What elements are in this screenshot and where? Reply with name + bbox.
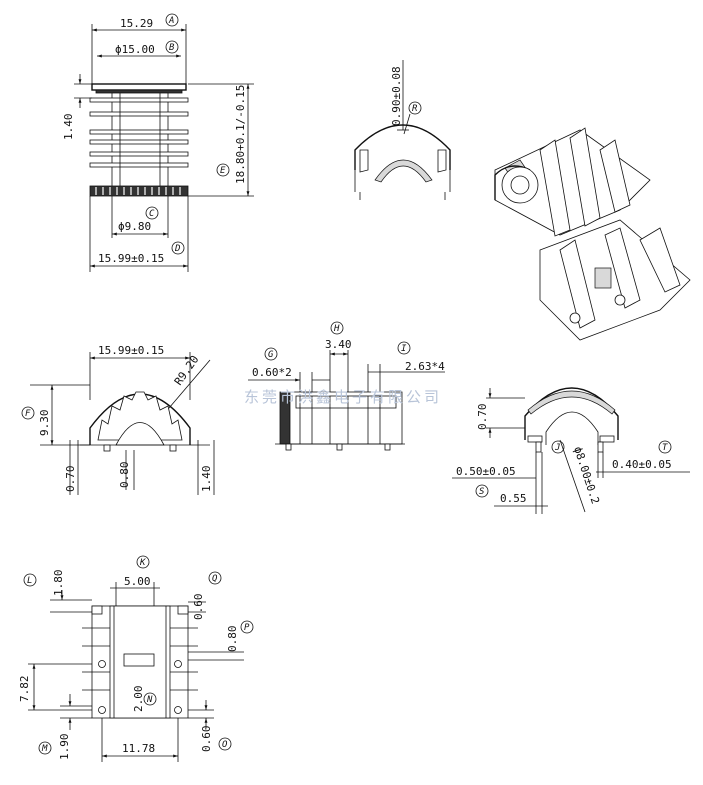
tag-s: S xyxy=(479,487,485,497)
front-inner-diameter-label: ϕ9.80 xyxy=(118,220,151,233)
front-top-width-label: 15.29 xyxy=(120,17,153,30)
front-view: 15.29 A ϕ15.00 B xyxy=(62,13,254,272)
bottom-height-label: 7.82 xyxy=(18,676,31,703)
tag-t: T xyxy=(662,443,668,453)
bottom-window-label: 2.00 xyxy=(132,686,145,713)
clip-height-label: 0.70 xyxy=(476,404,489,431)
side-slot-left-label: 0.60*2 xyxy=(252,366,292,379)
side-view: G 0.60*2 H 3.40 I 2.63*4 xyxy=(248,321,445,451)
tag-i: I xyxy=(401,344,407,354)
tag-q: Q xyxy=(212,574,218,584)
tag-c: C xyxy=(149,209,155,219)
front-flange-diameter-label: ϕ15.00 xyxy=(115,43,155,56)
tag-k: K xyxy=(139,558,146,568)
end-pin-left-label: 0.70 xyxy=(64,466,77,493)
bottom-width-label: 11.78 xyxy=(122,742,155,755)
front-height-label: 18.80+0.1/-0.15 xyxy=(234,85,247,184)
tag-d: D xyxy=(174,244,180,254)
tag-j: J xyxy=(554,443,560,453)
bottom-bottom-left-label: 1.90 xyxy=(58,734,71,761)
tag-f: F xyxy=(25,409,31,419)
bottom-bottom-right-label: 0.60 xyxy=(200,726,213,753)
tag-g: G xyxy=(268,350,274,360)
tag-r: R xyxy=(412,104,418,114)
tag-n: N xyxy=(146,695,153,705)
clip-pin-gap-label: 0.55 xyxy=(500,492,527,505)
clip-pin-width-label: 0.50±0.05 xyxy=(456,465,516,478)
end-pin-right-label: 1.40 xyxy=(200,466,213,493)
bottom-slot-width-label: 5.00 xyxy=(124,575,151,588)
tag-o: O xyxy=(222,740,228,750)
clip-detail-view: 0.70 J ϕ8.00±0.2 0.50±0.05 S 0.55 0.40±0… xyxy=(452,387,690,514)
front-gap-label: 1.40 xyxy=(62,114,75,141)
bottom-right-gap-label: 0.80 xyxy=(226,626,239,653)
side-slot-right-label: 2.63*4 xyxy=(405,360,445,373)
tag-h: H xyxy=(333,324,340,334)
clip-diameter-label: ϕ8.00±0.2 xyxy=(571,445,602,506)
isometric-view xyxy=(494,127,691,341)
front-bottom-width-label: 15.99±0.15 xyxy=(98,252,164,265)
clip-wall-label: 0.40±0.05 xyxy=(612,458,672,471)
tag-e: E xyxy=(220,166,226,176)
end-width-label: 15.99±0.15 xyxy=(98,344,164,357)
tag-l: L xyxy=(27,576,32,586)
clip-thickness-label: 0.90±0.08 xyxy=(390,66,403,126)
end-height-label: 9.30 xyxy=(38,410,51,437)
tag-a: A xyxy=(168,16,174,26)
bottom-top-offset-label: 1.80 xyxy=(52,570,65,597)
bottom-right-top-label: 0.60 xyxy=(192,594,205,621)
clip-view: 0.90±0.08 R xyxy=(354,60,451,200)
end-pin-center-label: 0.80 xyxy=(118,462,131,489)
bottom-view: L 1.80 K 5.00 Q 0.60 P 0.80 xyxy=(18,555,254,762)
tag-p: P xyxy=(244,623,250,633)
side-center-width-label: 3.40 xyxy=(325,338,352,351)
tag-b: B xyxy=(169,43,175,53)
watermark: 东莞市洪鑫电子有限公司 xyxy=(244,388,442,406)
end-view: 15.99±0.15 R9.20 9.30 F 0.70 0.80 1.40 xyxy=(21,344,215,495)
tag-m: M xyxy=(41,744,48,754)
